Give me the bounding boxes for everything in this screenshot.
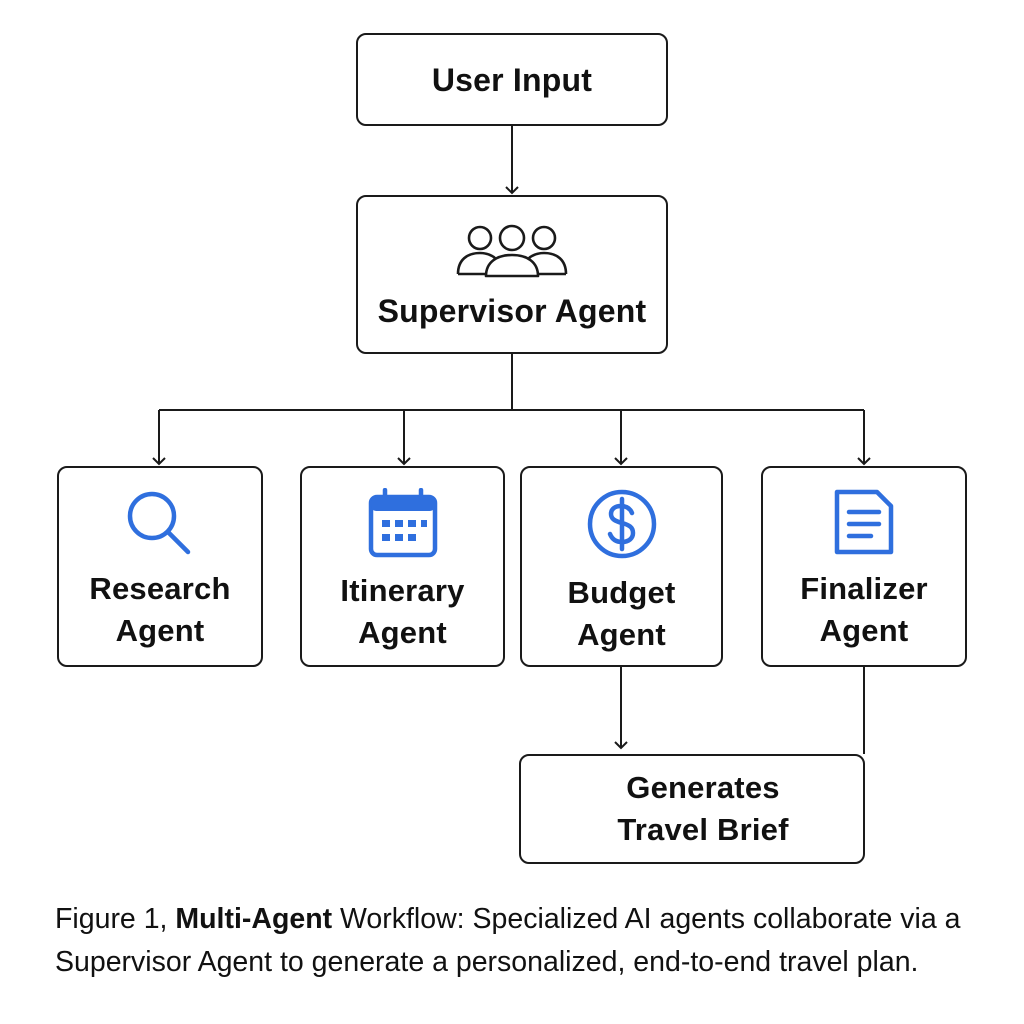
supervisor-agent-node: Supervisor Agent [356,195,668,354]
document-icon [834,489,894,555]
research-agent-node: Research Agent [57,466,263,667]
finalizer-agent-label: Finalizer Agent [800,571,928,648]
itinerary-agent-label: Itinerary Agent [340,573,465,650]
travel-brief-label: Generates Travel Brief [617,770,789,847]
caption-body: Workflow: Specialized AI agents collabor… [55,903,961,978]
magnifier-icon [127,491,191,555]
figure-caption: Figure 1, Multi-Agent Workflow: Speciali… [55,898,995,984]
budget-agent-label: Budget Agent [567,575,676,652]
itinerary-agent-node: Itinerary Agent [300,466,505,667]
calendar-icon [368,488,437,558]
finalizer-agent-node: Finalizer Agent [761,466,967,667]
budget-agent-node: Budget Agent [520,466,723,667]
caption-prefix: Figure 1, [55,903,176,935]
user-input-label: User Input [431,61,593,98]
research-agent-label: Research Agent [89,571,231,648]
caption-title: Multi-Agent [175,903,333,935]
supervisor-agent-label: Supervisor Agent [377,292,647,329]
dollar-coin-icon [587,489,656,559]
people-group-icon [456,224,568,277]
travel-brief-node: Generates Travel Brief [519,754,865,864]
user-input-node: User Input [356,33,668,126]
